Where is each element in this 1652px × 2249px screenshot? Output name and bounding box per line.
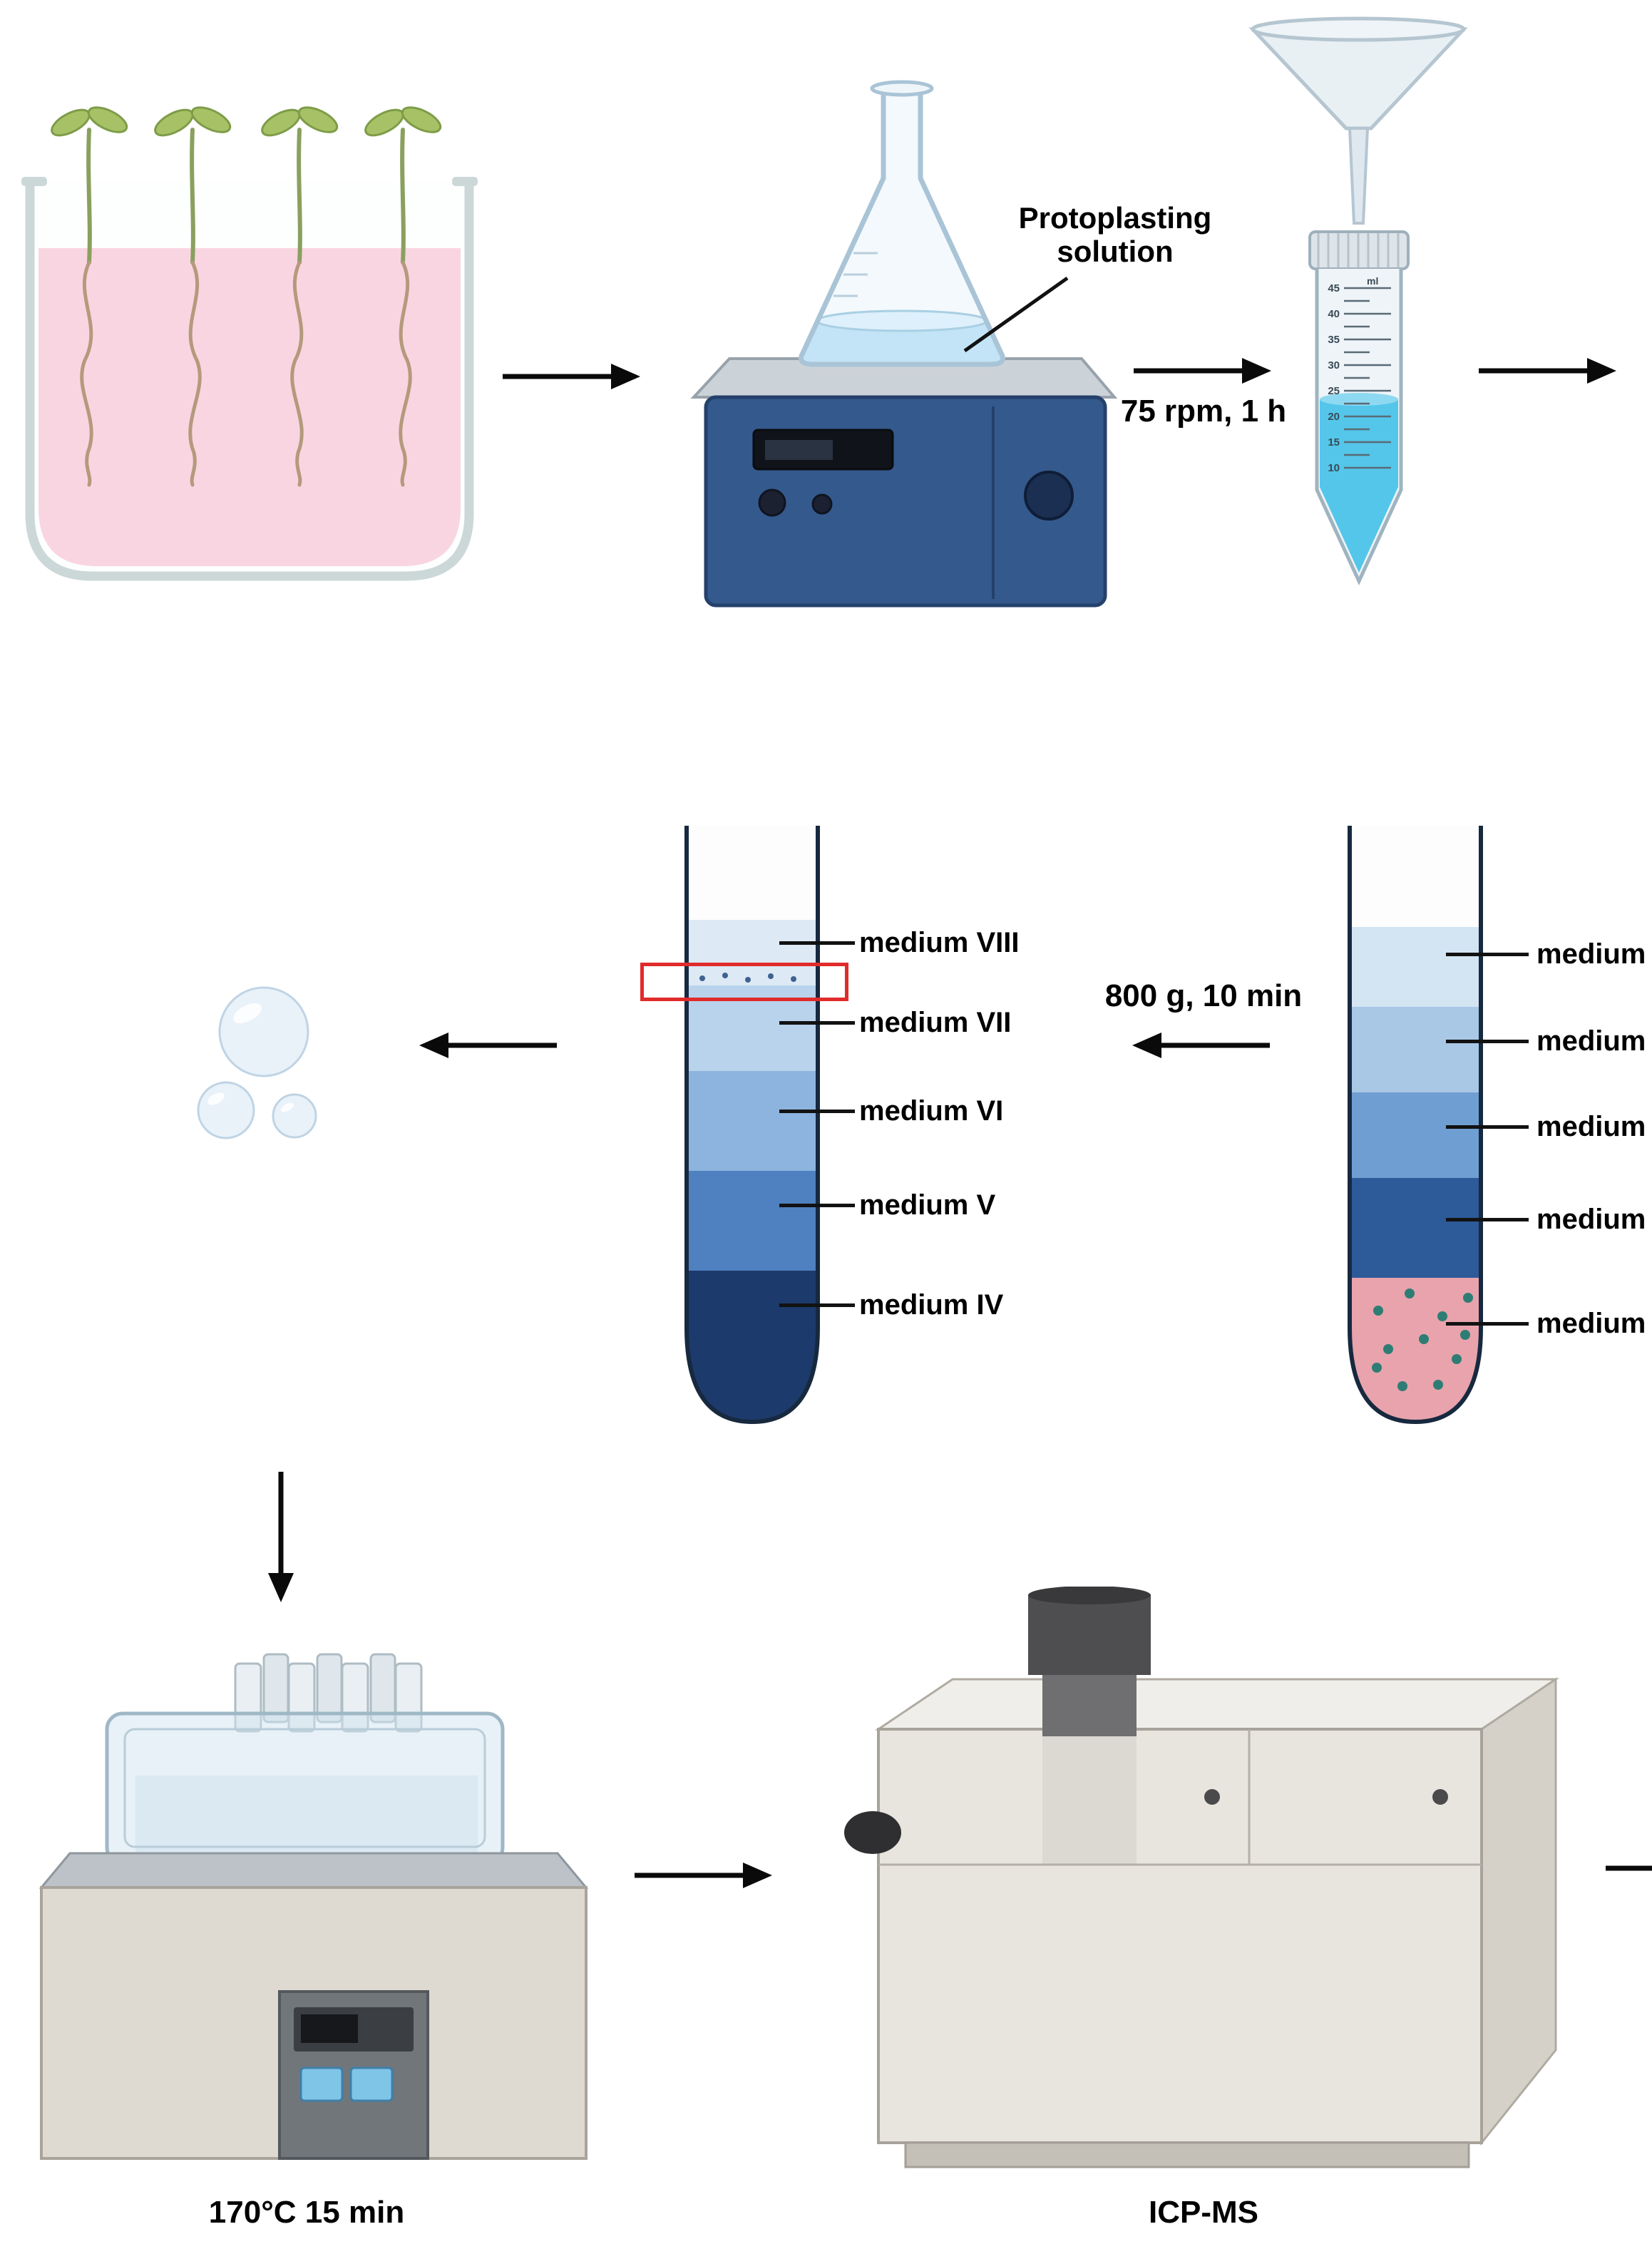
- falcon-graduation-ticks: [1344, 287, 1391, 469]
- protoplast-band-highlight-box: [640, 963, 848, 1001]
- right-medium-label-3: medium: [1536, 1111, 1646, 1142]
- arrow-right-1: [503, 364, 640, 389]
- stirrer-knob-small: [758, 488, 786, 517]
- stirrer-knob-small-2: [811, 493, 833, 515]
- protoplasting-solution-label: Protoplasting solution: [1018, 201, 1212, 269]
- svg-text:25: 25: [1328, 385, 1340, 397]
- icp-base: [904, 2141, 1470, 2168]
- protoplasting-pointer-line: [963, 276, 1069, 353]
- water-bath-illustration: [39, 1653, 589, 2160]
- arrow-left-centrifuge: [1132, 1033, 1270, 1058]
- tick-right-5: [1446, 1322, 1529, 1326]
- falcon-graduation-numbers: 45 40 35 30 25 20 15 10: [1328, 282, 1340, 474]
- flask-graduations: [833, 252, 878, 297]
- stirrer-knob-large: [1024, 471, 1074, 521]
- tick-right-2: [1446, 1040, 1529, 1043]
- svg-text:10: 10: [1328, 462, 1340, 474]
- tick-medium-viii: [779, 941, 855, 945]
- seedlings: [51, 106, 442, 487]
- right-medium-label-5: medium: [1536, 1308, 1646, 1339]
- container-lip-right: [452, 177, 478, 186]
- tick-medium-vii: [779, 1021, 855, 1025]
- gradient-tube-after-spin: [684, 826, 820, 1425]
- arrow-right-2: [1134, 358, 1271, 384]
- seedling: [261, 106, 339, 487]
- funnel-falcon-tube-illustration: 45 40 35 30 25 20 15 10 ml: [1248, 16, 1468, 585]
- falcon-tube: 45 40 35 30 25 20 15 10 ml: [1308, 230, 1410, 585]
- container-lip-left: [21, 177, 47, 186]
- icp-top-knob: [1028, 1587, 1151, 1736]
- pink-medium-liquid: [39, 248, 461, 566]
- icp-screw-1: [1204, 1789, 1220, 1805]
- tick-right-3: [1446, 1125, 1529, 1129]
- arrow-right-3: [1479, 358, 1616, 384]
- falcon-unit-label: ml: [1367, 275, 1378, 287]
- seedling: [364, 106, 442, 487]
- bath-button-1: [299, 2066, 344, 2102]
- pre-spin-tube: [1348, 826, 1483, 1425]
- tick-medium-v: [779, 1204, 855, 1207]
- svg-text:20: 20: [1328, 411, 1340, 423]
- right-medium-label-1: medium: [1536, 938, 1646, 970]
- icp-screw-2: [1432, 1789, 1448, 1805]
- pre-spin-bands: [1350, 826, 1481, 1422]
- medium-vi-label: medium VI: [859, 1095, 1004, 1127]
- seedling: [51, 106, 128, 487]
- bath-control-panel: [278, 1990, 429, 2160]
- arrow-left-to-bubbles: [419, 1033, 557, 1058]
- arrow-down: [268, 1472, 294, 1602]
- icp-ms-label: ICP-MS: [1149, 2195, 1258, 2230]
- svg-text:45: 45: [1328, 282, 1340, 294]
- icp-top-face: [875, 1678, 1559, 1731]
- tick-right-1: [1446, 953, 1529, 956]
- medium-v-label: medium V: [859, 1189, 996, 1221]
- protoplast-bubbles: [197, 986, 317, 1139]
- erlenmeyer-flask: [799, 80, 1005, 367]
- seedling-tray-illustration: [21, 106, 478, 581]
- stir-conditions-label: 75 rpm, 1 h: [1120, 394, 1287, 429]
- centrifuge-conditions-label: 800 g, 10 min: [1104, 978, 1303, 1013]
- icp-column-strip: [1042, 1729, 1137, 1865]
- svg-text:15: 15: [1328, 436, 1340, 449]
- water-bath-label: 170°C 15 min: [208, 2195, 405, 2230]
- svg-text:40: 40: [1328, 308, 1340, 320]
- bath-rim: [39, 1852, 589, 1889]
- icp-front-face: [877, 1728, 1483, 2144]
- funnel: [1248, 16, 1468, 225]
- magnetic-stirrer-illustration: [690, 80, 1118, 608]
- tick-medium-iv: [779, 1303, 855, 1307]
- flask-rim: [870, 80, 934, 97]
- medium-vii-label: medium VII: [859, 1007, 1012, 1038]
- tick-right-4: [1446, 1218, 1529, 1221]
- falcon-liquid: [1320, 399, 1398, 573]
- flask-liquid: [801, 321, 1002, 364]
- gradient-bands: [687, 826, 818, 1422]
- protoplast-dots: [1372, 1289, 1473, 1391]
- arrow-right-edge: [1606, 1865, 1652, 1871]
- bath-button-2: [349, 2066, 394, 2102]
- tick-medium-vi: [779, 1110, 855, 1113]
- right-medium-label-4: medium: [1536, 1204, 1646, 1235]
- right-medium-label-2: medium: [1536, 1025, 1646, 1057]
- icp-right-face: [1480, 1677, 1557, 2146]
- stirrer-body: [704, 395, 1107, 608]
- icp-ms-illustration: [844, 1587, 1559, 2168]
- protoplast-band-dots: [699, 973, 796, 983]
- medium-iv-label: medium IV: [859, 1289, 1004, 1321]
- transparent-lid: [105, 1711, 505, 1865]
- seedling: [154, 106, 232, 487]
- svg-text:35: 35: [1328, 334, 1340, 346]
- arrow-right-bottom: [635, 1863, 772, 1888]
- icp-side-knob: [844, 1811, 901, 1854]
- svg-text:30: 30: [1328, 359, 1340, 372]
- medium-viii-label: medium VIII: [859, 927, 1020, 958]
